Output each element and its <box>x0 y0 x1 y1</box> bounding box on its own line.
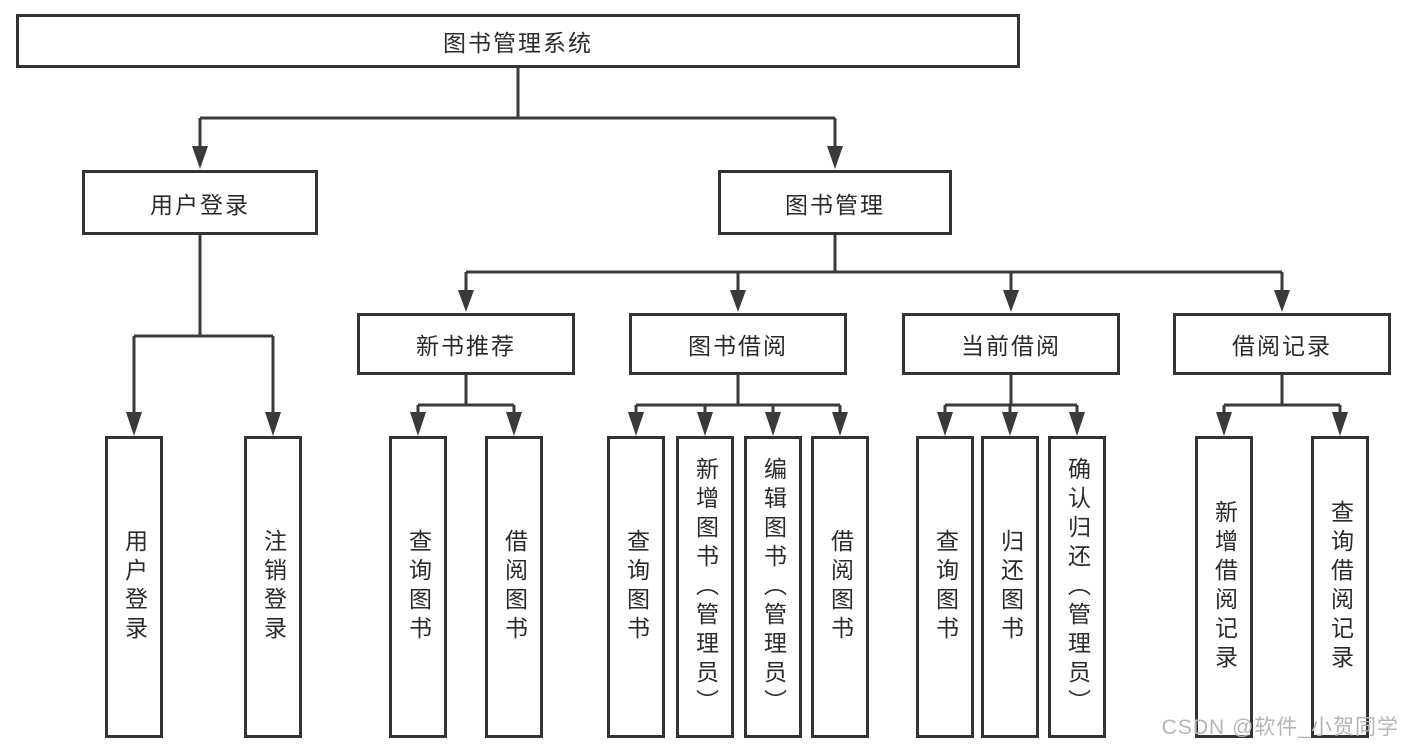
connector-current-borrow-children <box>937 375 1085 436</box>
leaf-query-books-under-new-book: 查询图书 <box>389 436 447 738</box>
node-label: 借阅记录 <box>1232 333 1332 359</box>
node-label: 归还图书 <box>997 529 1024 645</box>
node-new-book-recommendation: 新书推荐 <box>357 313 575 375</box>
leaf-user-login: 用户登录 <box>105 436 163 738</box>
connector-user-login-children <box>126 235 281 436</box>
node-current-borrowing: 当前借阅 <box>902 313 1120 375</box>
connector-borrow-record-children <box>1216 375 1348 436</box>
node-label: 新书推荐 <box>416 333 516 359</box>
node-label: 查询图书 <box>623 529 650 645</box>
leaf-query-books-under-borrowing: 查询图书 <box>607 436 665 738</box>
node-label: 当前借阅 <box>961 333 1061 359</box>
leaf-return-books: 归还图书 <box>981 436 1039 738</box>
leaf-confirm-return-admin: 确认归还（管理员） <box>1048 436 1106 738</box>
node-label: 查询图书 <box>932 529 959 645</box>
node-label: 图书管理 <box>785 191 885 218</box>
node-label: 图书借阅 <box>688 333 788 359</box>
node-label: 图书管理系统 <box>443 30 593 56</box>
leaf-query-books-under-current: 查询图书 <box>916 436 974 738</box>
node-label: 用户登录 <box>121 529 148 645</box>
connector-book-management-children <box>458 235 1290 312</box>
node-label: 确认归还（管理员） <box>1064 456 1091 718</box>
leaf-borrow-books-under-new-book: 借阅图书 <box>485 436 543 738</box>
node-user-login: 用户登录 <box>82 170 318 235</box>
node-book-borrowing: 图书借阅 <box>629 313 847 375</box>
leaf-add-borrow-record: 新增借阅记录 <box>1195 436 1253 738</box>
node-label: 借阅图书 <box>827 529 854 645</box>
node-label: 新增图书（管理员） <box>692 456 719 718</box>
csdn-watermark: CSDN @软件_小贺同学 <box>1161 716 1399 739</box>
leaf-query-borrow-record: 查询借阅记录 <box>1311 436 1369 738</box>
node-book-management: 图书管理 <box>718 170 952 235</box>
node-borrowing-records: 借阅记录 <box>1173 313 1391 375</box>
node-label: 用户登录 <box>150 191 250 218</box>
connector-root-to-level2 <box>192 68 843 169</box>
node-label: 查询图书 <box>405 529 432 645</box>
leaf-edit-book-admin: 编辑图书（管理员） <box>744 436 802 738</box>
node-label: 注销登录 <box>260 529 287 645</box>
connector-new-book-children <box>410 375 522 436</box>
node-label: 借阅图书 <box>501 529 528 645</box>
node-label: 新增借阅记录 <box>1211 500 1238 674</box>
leaf-add-book-admin: 新增图书（管理员） <box>676 436 734 738</box>
node-label: 编辑图书（管理员） <box>760 456 787 718</box>
node-library-management-system: 图书管理系统 <box>16 14 1020 68</box>
connector-book-borrow-children <box>628 375 848 436</box>
leaf-logout: 注销登录 <box>244 436 302 738</box>
leaf-borrow-books-under-borrowing: 借阅图书 <box>811 436 869 738</box>
node-label: 查询借阅记录 <box>1327 500 1354 674</box>
